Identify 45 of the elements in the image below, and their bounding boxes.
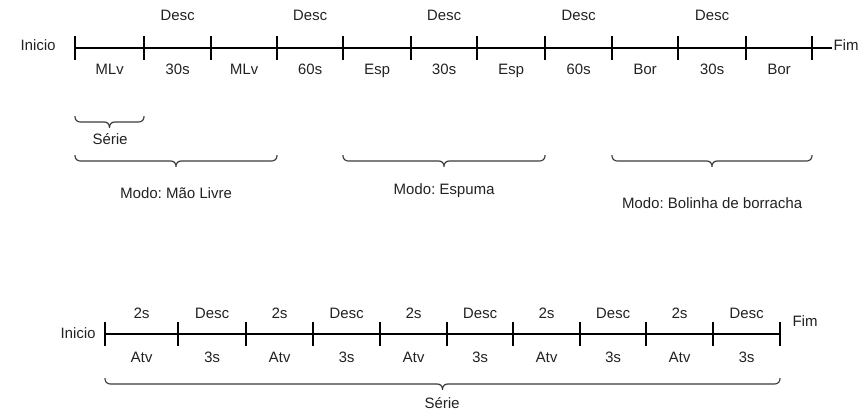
timeline-label: Atv — [130, 349, 152, 367]
timeline-label: Desc — [596, 305, 630, 323]
timeline-label: 2s — [272, 305, 288, 323]
timeline-label: Atv — [268, 349, 290, 367]
timeline-label: Inicio — [20, 37, 56, 55]
timeline-label: 2s — [538, 305, 554, 323]
bracket-label: Série — [424, 395, 460, 412]
timeline-label: Atv — [668, 349, 690, 367]
timeline-label: Inicio — [60, 325, 96, 343]
timeline-label: 3s — [605, 349, 621, 367]
bracket-label: Modo: Mão Livre — [120, 185, 232, 203]
timeline-label: 60s — [298, 61, 322, 79]
timeline-label: Desc — [462, 305, 498, 323]
timeline-label: 2s — [672, 305, 688, 323]
timeline-label: Fim — [792, 313, 818, 331]
timeline-label: MLv — [95, 61, 124, 79]
timeline-label: Desc — [426, 7, 462, 25]
timeline-label: Esp — [364, 61, 390, 79]
timeline-label: 60s — [566, 61, 591, 79]
timeline-label: Bor — [767, 61, 791, 79]
timeline-label: Bor — [633, 61, 657, 79]
timeline-label: Desc — [194, 305, 230, 323]
timeline-label: 3s — [204, 349, 220, 367]
timeline-label: Desc — [729, 305, 764, 323]
timeline-label: Desc — [160, 7, 195, 25]
timeline-label: 30s — [432, 61, 456, 79]
timeline-label: 3s — [738, 349, 754, 367]
timeline-label: Esp — [498, 61, 524, 79]
bracket-label: Série — [92, 131, 128, 149]
timeline-label: 30s — [700, 61, 724, 79]
timeline-label: Atv — [536, 349, 558, 367]
timeline-label: 3s — [472, 349, 488, 367]
timeline-label: Fim — [834, 37, 858, 55]
timeline-label: Desc — [292, 7, 328, 25]
timeline-label: Atv — [402, 349, 424, 367]
bracket-label: Modo: Bolinha de borracha — [622, 195, 802, 213]
timeline-label: 3s — [338, 349, 354, 367]
timeline-label: MLv — [230, 61, 258, 79]
timeline-label: Desc — [694, 7, 730, 25]
bracket-label: Modo: Espuma — [394, 181, 494, 199]
timeline-label: Desc — [329, 305, 364, 323]
timeline-label: Desc — [561, 7, 596, 25]
timeline-label: 30s — [165, 61, 190, 79]
timeline-label: 2s — [134, 305, 150, 323]
timeline-label: 2s — [406, 305, 422, 323]
